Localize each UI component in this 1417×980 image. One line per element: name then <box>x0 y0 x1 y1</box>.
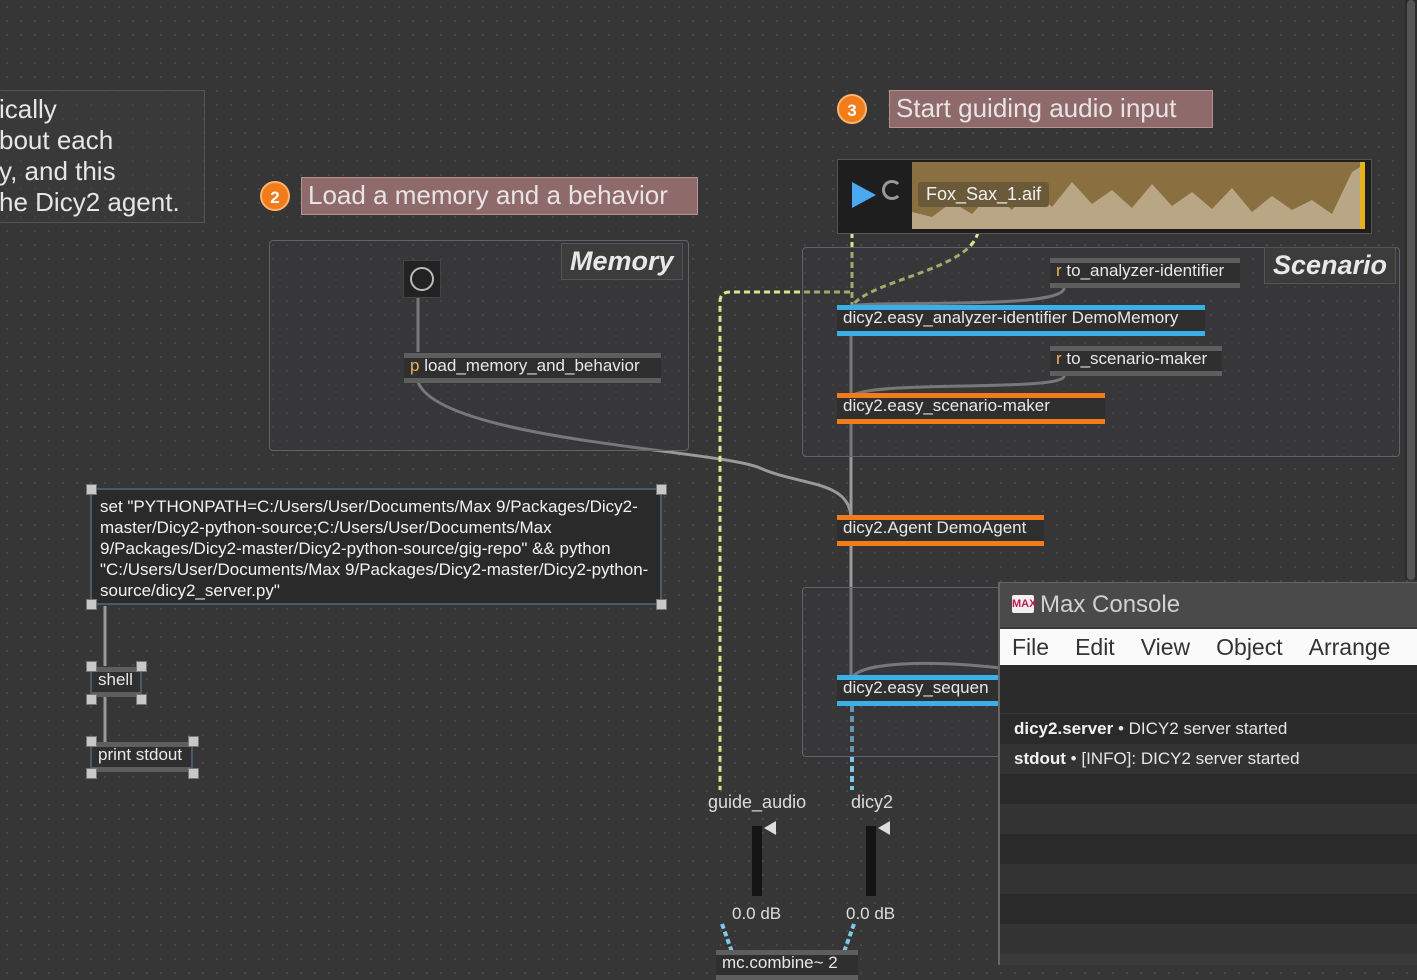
max-console-window[interactable]: MAX Max Console File Edit View Object Arrang… <box>998 582 1417 965</box>
cord-gain2-to-combine <box>842 923 856 953</box>
sfplay-file-name: Fox_Sax_1.aif <box>918 182 1050 207</box>
console-message-text: [INFO]: DICY2 server started <box>1081 749 1300 768</box>
intro-comment-line-1: ically <box>0 94 57 124</box>
patcher-scrollbar[interactable] <box>1405 0 1417 580</box>
load-memory-name: load_memory_and_behavior <box>424 356 640 375</box>
print-handle-tl[interactable] <box>86 736 97 747</box>
step-2-label: Load a memory and a behavior <box>301 177 698 215</box>
console-message-source: dicy2.server <box>1014 719 1114 738</box>
guide-audio-gain-slider[interactable] <box>752 826 762 896</box>
loop-icon[interactable] <box>882 180 902 200</box>
load-bang-button[interactable] <box>403 260 441 298</box>
print-handle-tr[interactable] <box>188 736 199 747</box>
load-memory-object[interactable]: p load_memory_and_behavior <box>404 353 661 383</box>
combine-object[interactable]: mc.combine~ 2 <box>716 950 858 980</box>
intro-comment-line-3: y, and this <box>0 156 116 186</box>
bang-ring-icon <box>410 267 434 291</box>
console-message-source: stdout <box>1014 749 1066 768</box>
receive-scenario-prefix: r <box>1056 349 1062 368</box>
resize-handle-br[interactable] <box>656 599 667 610</box>
console-empty-row <box>1000 804 1417 834</box>
print-stdout-object[interactable]: print stdout <box>90 742 193 772</box>
dicy2-output-label: dicy2 <box>851 792 894 812</box>
menu-edit[interactable]: Edit <box>1075 634 1115 660</box>
console-empty-row <box>1000 834 1417 864</box>
menu-view[interactable]: View <box>1140 634 1191 660</box>
intro-comment-line-2: bout each <box>0 125 114 155</box>
receive-scenario-object[interactable]: r to_scenario-maker <box>1050 346 1222 376</box>
step-3-label: Start guiding audio input <box>889 90 1213 128</box>
sfplay-player[interactable]: Fox_Sax_1.aif <box>837 159 1372 234</box>
play-icon[interactable] <box>852 182 876 208</box>
python-path-message[interactable]: set "PYTHONPATH=C:/Users/User/Documents/… <box>90 488 662 605</box>
sequencer-object[interactable]: dicy2.easy_sequen <box>837 675 1007 706</box>
scenario-panel-title: Scenario <box>1264 247 1397 284</box>
console-titlebar[interactable]: MAX Max Console <box>1000 583 1417 627</box>
console-toolbar <box>1000 665 1417 713</box>
scenario-maker-object[interactable]: dicy2.easy_scenario-maker <box>837 393 1105 424</box>
resize-handle-tl[interactable] <box>86 484 97 495</box>
receive-analyzer-object[interactable]: r to_analyzer-identifier <box>1050 258 1240 288</box>
shell-handle-br[interactable] <box>136 694 147 705</box>
console-message-row[interactable]: stdout • [INFO]: DICY2 server started <box>1000 744 1417 774</box>
receive-analyzer-name: to_analyzer-identifier <box>1066 261 1225 280</box>
console-menubar: FileEditViewObjectArrangeO <box>1000 629 1417 665</box>
resize-handle-tr[interactable] <box>656 484 667 495</box>
dicy2-gain-pointer-icon[interactable] <box>878 821 890 835</box>
menu-arrange[interactable]: Arrange <box>1308 634 1391 660</box>
shell-handle-bl[interactable] <box>86 694 97 705</box>
memory-panel-title: Memory <box>561 243 683 280</box>
shell-object[interactable]: shell <box>90 667 142 697</box>
print-handle-bl[interactable] <box>86 768 97 779</box>
cord-gain1-to-combine <box>720 923 734 953</box>
patcher-scroll-thumb[interactable] <box>1407 0 1415 580</box>
agent-object[interactable]: dicy2.Agent DemoAgent <box>837 515 1044 546</box>
console-empty-row <box>1000 924 1417 954</box>
shell-handle-tl[interactable] <box>86 661 97 672</box>
analyzer-identifier-object[interactable]: dicy2.easy_analyzer-identifier DemoMemor… <box>837 305 1205 336</box>
intro-comment-line-4: he Dicy2 agent. <box>0 187 180 217</box>
menu-file[interactable]: File <box>1012 634 1050 660</box>
menu-object[interactable]: Object <box>1216 634 1283 660</box>
console-title: Max Console <box>1040 591 1181 618</box>
console-message-row[interactable]: dicy2.server • DICY2 server started <box>1000 714 1417 744</box>
max-logo-icon: MAX <box>1012 595 1036 613</box>
console-empty-row <box>1000 894 1417 924</box>
guide-audio-label: guide_audio <box>708 792 807 812</box>
guide-audio-gain-value: 0.0 dB <box>732 904 782 923</box>
guide-audio-gain-pointer-icon[interactable] <box>764 821 776 835</box>
print-handle-br[interactable] <box>188 768 199 779</box>
intro-comment: ically bout each y, and this he Dicy2 ag… <box>0 90 205 223</box>
dicy2-gain-slider[interactable] <box>866 826 876 896</box>
console-message-text: DICY2 server started <box>1128 719 1288 738</box>
receive-analyzer-prefix: r <box>1056 261 1062 280</box>
load-memory-prefix: p <box>410 356 420 375</box>
step-2-badge: 2 <box>260 181 290 211</box>
shell-handle-tr[interactable] <box>136 661 147 672</box>
receive-scenario-name: to_scenario-maker <box>1066 349 1208 368</box>
step-3-badge: 3 <box>837 94 867 124</box>
console-empty-row <box>1000 774 1417 804</box>
resize-handle-bl[interactable] <box>86 599 97 610</box>
console-empty-row <box>1000 864 1417 894</box>
dicy2-gain-value: 0.0 dB <box>846 904 896 923</box>
